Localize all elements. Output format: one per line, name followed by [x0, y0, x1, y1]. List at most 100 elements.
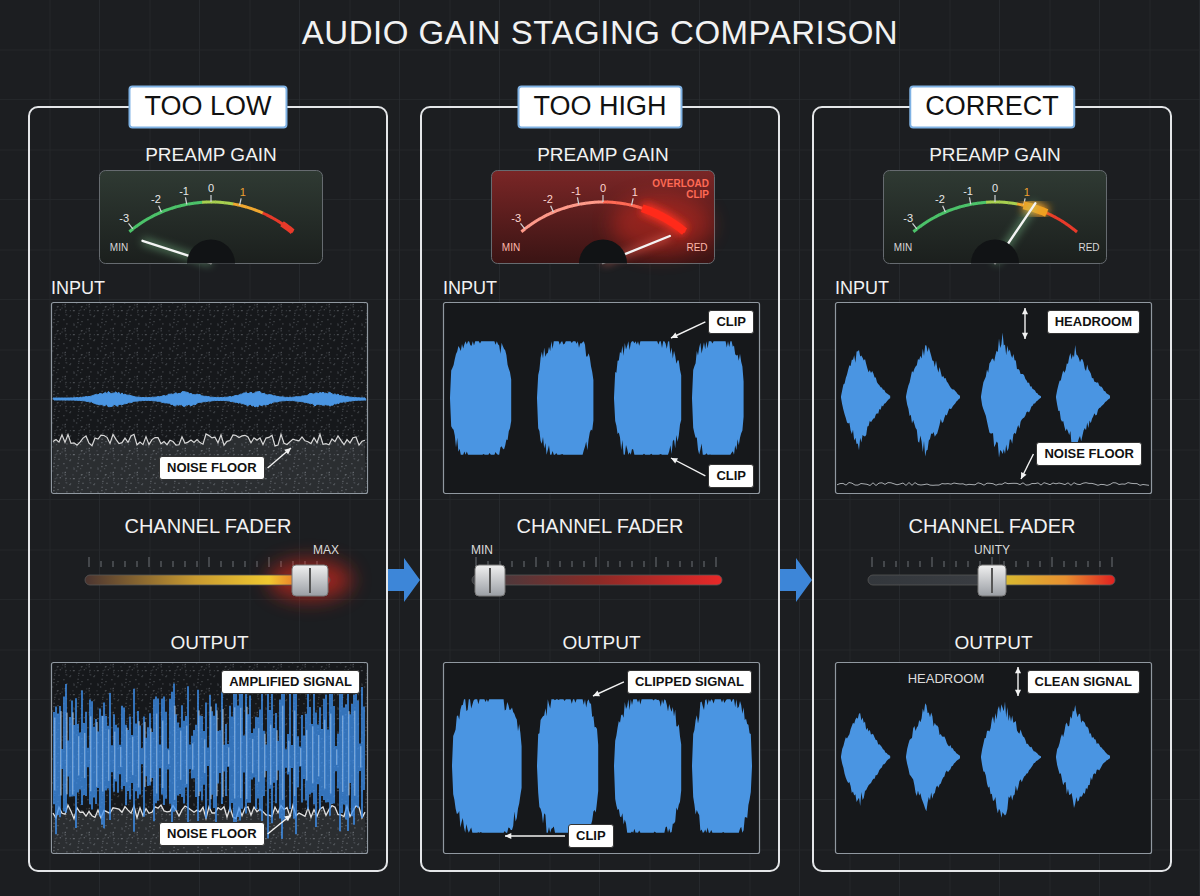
drawing-g [89, 557, 1112, 567]
audio-burst [906, 703, 960, 811]
drawing-line [956, 561, 957, 567]
section-label: INPUT [835, 278, 889, 299]
drawing-line [198, 201, 203, 204]
drawing-line [151, 728, 152, 781]
drawing-line [363, 706, 365, 790]
drawing-line [353, 695, 355, 825]
drawing-line [165, 712, 167, 799]
gain-meter: PREAMP GAIN-3-2-101OVERLOAD CLIPMINRED [491, 170, 715, 264]
drawing-line [129, 717, 131, 800]
drawing-line [261, 690, 263, 821]
drawing-line [359, 743, 361, 771]
drawing-line [255, 717, 257, 809]
leader-line [671, 458, 705, 476]
drawing-rect [475, 565, 505, 596]
drawing-line [960, 206, 965, 207]
drawing-line [145, 722, 146, 787]
drawing-line [141, 748, 143, 764]
drawing-line [564, 207, 569, 208]
drawing-line [1017, 204, 1022, 205]
drawing-line [345, 704, 347, 819]
drawing-line [113, 714, 115, 791]
callout-text: NOISE FLOOR [1044, 446, 1134, 461]
drawing-line [97, 732, 99, 789]
audio-burst [981, 332, 1041, 457]
drawing-line [943, 206, 946, 212]
drawing-line [195, 725, 197, 797]
audio-burst [452, 699, 522, 833]
callout-text: NOISE FLOOR [167, 460, 257, 475]
drawing-line [291, 745, 293, 768]
scale-number: 1 [240, 185, 246, 198]
drawing-line [125, 725, 127, 805]
drawing-line [95, 719, 97, 804]
drawing-line [271, 685, 273, 823]
drawing-line [107, 726, 109, 789]
drawing-line [149, 557, 150, 567]
drawing-line [209, 557, 210, 567]
drawing-line [91, 701, 93, 809]
drawing-line [602, 195, 603, 202]
drawing-line [621, 202, 626, 206]
drawing-line [884, 561, 885, 567]
drawing-line [217, 710, 218, 796]
drawing-line [224, 201, 229, 205]
scale-number: -3 [903, 212, 913, 225]
drawing-line [977, 201, 982, 205]
drawing-line [67, 713, 68, 795]
drawing-line [79, 733, 81, 790]
callout-box: CLIPPED SIGNAL [627, 670, 752, 694]
drawing-path [971, 240, 1019, 264]
section-label: OUTPUT [170, 632, 248, 654]
drawing-line [267, 215, 271, 217]
audio-burst [614, 699, 681, 833]
callout-text: CLIPPED SIGNAL [635, 674, 744, 689]
scale-number: -3 [511, 212, 521, 225]
drawing-line [135, 723, 137, 791]
drawing-line [551, 206, 554, 212]
drawing-line [313, 681, 315, 804]
arrow-head [1022, 333, 1028, 339]
drawing-line [932, 217, 936, 219]
section-label: OUTPUT [562, 632, 640, 654]
drawing-line [293, 690, 295, 819]
drawing-line [285, 749, 287, 768]
audio-burst [537, 699, 598, 833]
drawing-ellipse [611, 195, 711, 255]
drawing-line [223, 745, 225, 772]
drawing-rect [292, 565, 328, 596]
drawing-line [917, 226, 921, 229]
drawing-line [299, 747, 301, 767]
drawing-line [1062, 221, 1066, 224]
drawing-line [202, 201, 207, 204]
drawing-line [233, 689, 235, 837]
drawing-line [176, 206, 181, 207]
scale-number: -1 [571, 184, 581, 197]
drawing-line [163, 210, 168, 212]
drawing-line [634, 206, 639, 207]
drawing-line [61, 749, 63, 769]
drawing-line [532, 221, 536, 224]
drawing-line [568, 206, 573, 207]
drawing-line [63, 697, 65, 812]
drawing-line [1004, 201, 1009, 204]
drawing-line [632, 198, 634, 205]
scale-number: -1 [963, 184, 973, 197]
drawing-line [193, 201, 198, 205]
drawing-rect [472, 575, 722, 585]
drawing-rect [52, 663, 367, 853]
meter-end-label: MIN [110, 242, 128, 254]
drawing-line [632, 561, 633, 567]
scale-number: 0 [992, 182, 998, 195]
drawing-line [149, 713, 151, 785]
drawing-line [185, 716, 187, 787]
arrow-head [671, 458, 678, 464]
drawing-line [151, 732, 153, 778]
drawing-line [233, 561, 234, 567]
drawing-line [301, 715, 303, 803]
drawing-line [179, 728, 181, 795]
drawing-line [913, 223, 917, 229]
scale-number: 0 [208, 182, 214, 195]
meter-end-label: MIN [502, 242, 520, 254]
